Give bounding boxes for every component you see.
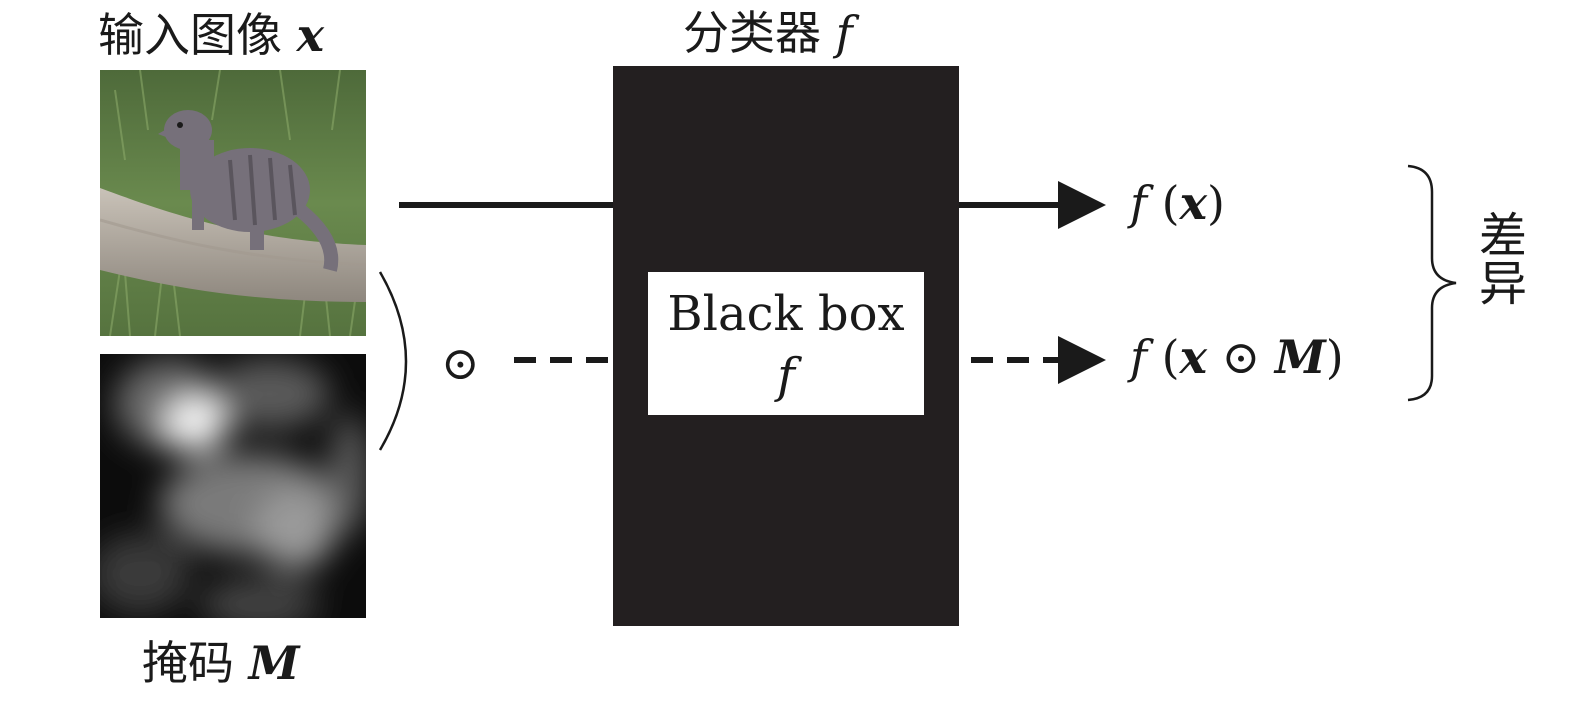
- black-box-title: Black box: [667, 286, 905, 342]
- out2-close: ): [1325, 330, 1344, 384]
- black-box-panel: Black box f: [648, 272, 924, 415]
- classifier-label: 分类器 f: [683, 10, 853, 56]
- mask-variable: M: [248, 636, 300, 690]
- out2-arg: x: [1179, 330, 1208, 384]
- out2-f: f: [1130, 330, 1148, 384]
- mask-label-text: 掩码: [142, 636, 234, 690]
- input-image-label: 输入图像 x: [98, 12, 324, 58]
- out2-op: ⊙: [1221, 330, 1261, 384]
- out1-open: (: [1161, 176, 1180, 230]
- output-fx: f (x): [1130, 180, 1225, 226]
- masked-output-arrowhead: [1058, 336, 1106, 384]
- classifier-label-text: 分类器: [683, 6, 821, 60]
- input-variable: x: [296, 8, 325, 62]
- out2-arg2: M: [1274, 330, 1326, 384]
- classifier-variable: f: [835, 6, 853, 60]
- grouping-paren: [378, 271, 408, 451]
- difference-label: 差异: [1470, 210, 1526, 306]
- odot-operator: ⊙: [441, 336, 480, 390]
- input-label-text: 输入图像: [98, 8, 282, 62]
- black-box-function: f: [777, 348, 795, 404]
- out1-f: f: [1130, 176, 1148, 230]
- out2-open: (: [1161, 330, 1180, 384]
- mask-image: [100, 354, 366, 618]
- difference-brace: [1407, 164, 1457, 402]
- output-arrowhead: [1058, 181, 1106, 229]
- input-image: [100, 70, 366, 336]
- mask-heatmap: [100, 354, 366, 618]
- input-photo: [100, 70, 366, 336]
- mask-label: 掩码 M: [142, 640, 300, 686]
- black-box-classifier: Black box f: [613, 66, 959, 626]
- output-fxm: f (x ⊙ M): [1130, 334, 1344, 380]
- out1-arg: x: [1179, 176, 1208, 230]
- out1-close: ): [1207, 176, 1225, 230]
